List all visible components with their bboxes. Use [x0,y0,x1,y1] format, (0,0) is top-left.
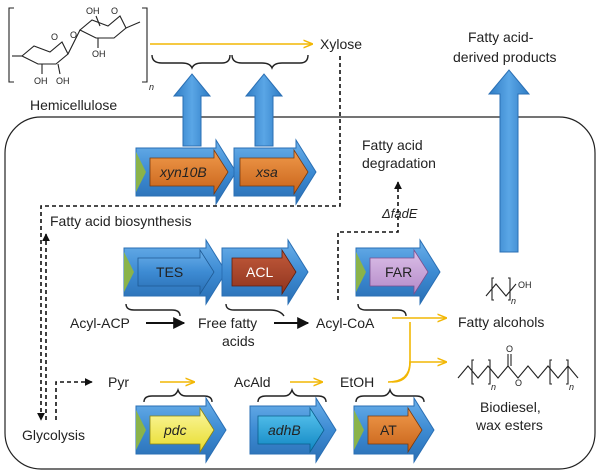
brace-far [357,303,407,317]
gene-xyn10b: xyn10B [159,164,207,180]
brace-adhb [257,387,327,403]
brace-at [355,387,425,403]
hemicellulose-subscript: n [149,82,154,92]
label-biodiesel-line1: Biodiesel, [480,399,541,415]
cell-boundary [4,116,596,470]
blue-arrow-xsa [244,73,284,147]
label-products-line1: Fatty acid- [468,29,534,45]
label-degradation-line1: Fatty acid [362,137,423,153]
blue-arrow-products [487,69,531,253]
hemicellulose-structure: OH OH OH OH O O O n [8,6,154,92]
blue-arrow-xyn10b [172,73,212,147]
sugar-oh-4: OH [86,6,100,16]
ester-o-top: O [506,344,513,354]
label-products-line2: derived products [453,49,557,65]
brace-xsa [231,54,309,70]
brace-pdc [143,387,213,403]
label-pyr: Pyr [108,374,129,390]
sugar-oh-1: OH [34,76,48,86]
operon-xylan [135,138,317,206]
sugar-o-3: O [70,30,77,40]
arrow-acylcoa-to-degradation [337,181,402,300]
label-fatty-alcohols: Fatty alcohols [458,314,544,330]
gene-adhb: adhB [268,422,301,438]
label-hemicellulose: Hemicellulose [30,97,117,113]
gene-tes: TES [156,264,183,280]
alcohol-oh: OH [518,280,532,290]
gene-xsa: xsa [255,164,278,180]
label-acyl-coa: Acyl-CoA [316,315,375,331]
label-etoh: EtOH [340,374,374,390]
label-fatty-acid-biosynthesis: Fatty acid biosynthesis [50,213,192,229]
arrow-xylose-to-glycolysis [37,56,341,421]
fatty-alcohol-structure: n OH [485,277,532,306]
gene-acl: ACL [246,264,273,280]
label-xylose: Xylose [320,36,362,52]
sugar-oh-2: OH [56,76,70,86]
ester-o-mid: O [515,378,522,388]
label-fade: ΔfadE [381,206,418,221]
sugar-oh-3: OH [92,49,106,59]
arrow-etoh-to-ester [387,361,411,383]
operon-adhb [249,396,337,464]
gene-far: FAR [385,264,412,280]
gene-pdc: pdc [163,422,187,438]
operon-pdc [135,396,227,464]
brace-tes [125,303,181,317]
ester-subscript-2: n [569,382,574,392]
sugar-o-2: O [111,6,118,16]
label-free-fatty-line1: Free fatty [198,315,257,331]
label-acald: AcAld [234,374,271,390]
wax-ester-structure: n n O O [457,344,579,392]
gene-at: AT [380,422,397,438]
operon-at [353,396,435,464]
label-glycolysis: Glycolysis [22,427,85,443]
brace-acl [225,303,285,317]
operon-far [355,238,441,306]
sugar-o-1: O [51,32,58,42]
ester-subscript-1: n [491,382,496,392]
label-acyl-acp: Acyl-ACP [70,315,130,331]
brace-xyn10b [151,54,231,70]
arrow-glycolysis-to-pyr [55,378,93,420]
alcohol-subscript: n [511,296,516,306]
label-biodiesel-line2: wax esters [475,417,543,433]
label-free-fatty-line2: acids [222,333,255,349]
operon-tes-acl [123,238,309,306]
label-degradation-line2: degradation [362,155,436,171]
